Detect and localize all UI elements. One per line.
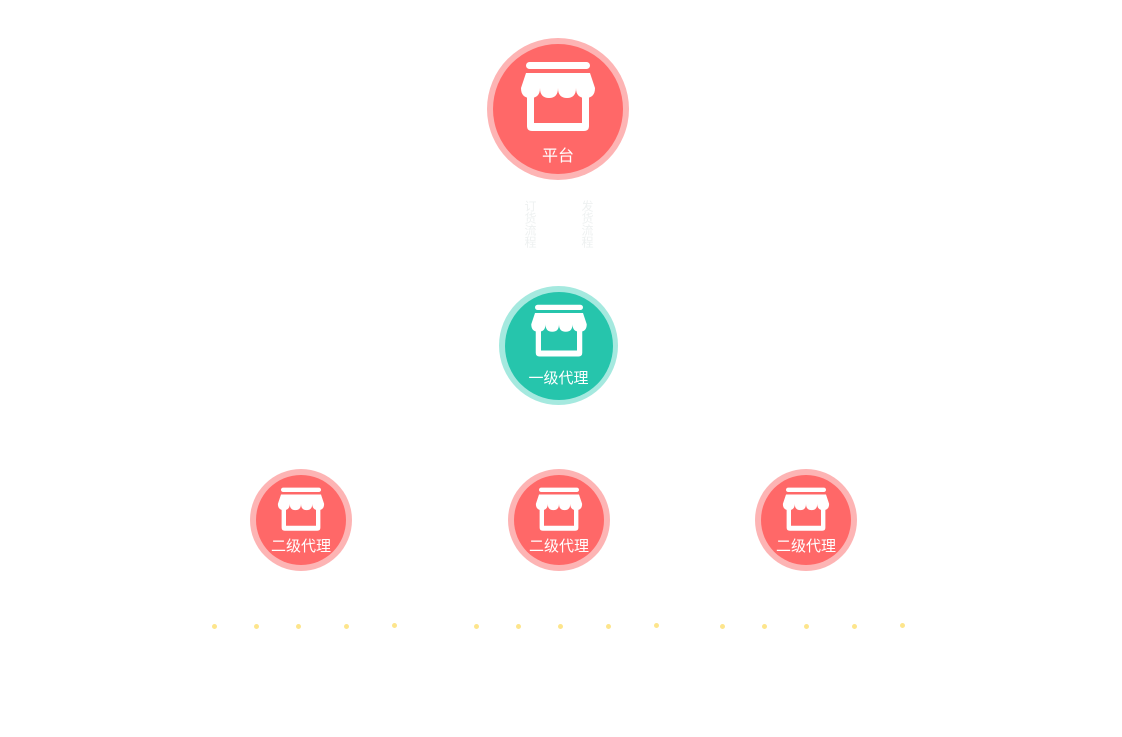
ellipsis-dot [851,624,857,629]
platform-label: 平台 [541,146,574,165]
ellipsis-dot [803,624,809,629]
delivery-flow-connector: 发货流程 [580,200,594,248]
agent-level2-node: 二级代理 [508,469,610,571]
ellipsis-dot [605,624,611,629]
order-flow-connector: 订货流程 [523,200,537,248]
shop-icon [530,304,587,357]
ellipsis-dot [761,624,767,629]
ellipsis-dot [253,624,259,629]
ellipsis-dot [473,624,479,629]
ellipsis-dot [295,624,301,629]
shop-icon [521,62,595,131]
shop-icon [535,487,583,531]
ellipsis-dot [211,624,217,629]
platform-node: 平台 [487,38,629,180]
agent-level2-node: 二级代理 [250,469,352,571]
ellipsis-dot [653,623,659,628]
agent-level2-node: 二级代理 [755,469,857,571]
ellipsis-dot [343,624,349,629]
shop-icon [277,487,325,531]
agent-level1-label: 一级代理 [528,369,589,387]
ellipsis-dot [719,624,725,629]
agent-level1-node: 一级代理 [499,286,618,405]
agent-level2-label: 二级代理 [270,537,331,555]
ellipsis-dot [515,624,521,629]
ellipsis-dot [899,623,905,628]
shop-icon [782,487,830,531]
agent-level2-label: 二级代理 [528,537,589,555]
ellipsis-dot [391,623,397,628]
ellipsis-dot [557,624,563,629]
agent-level2-label: 二级代理 [775,537,836,555]
